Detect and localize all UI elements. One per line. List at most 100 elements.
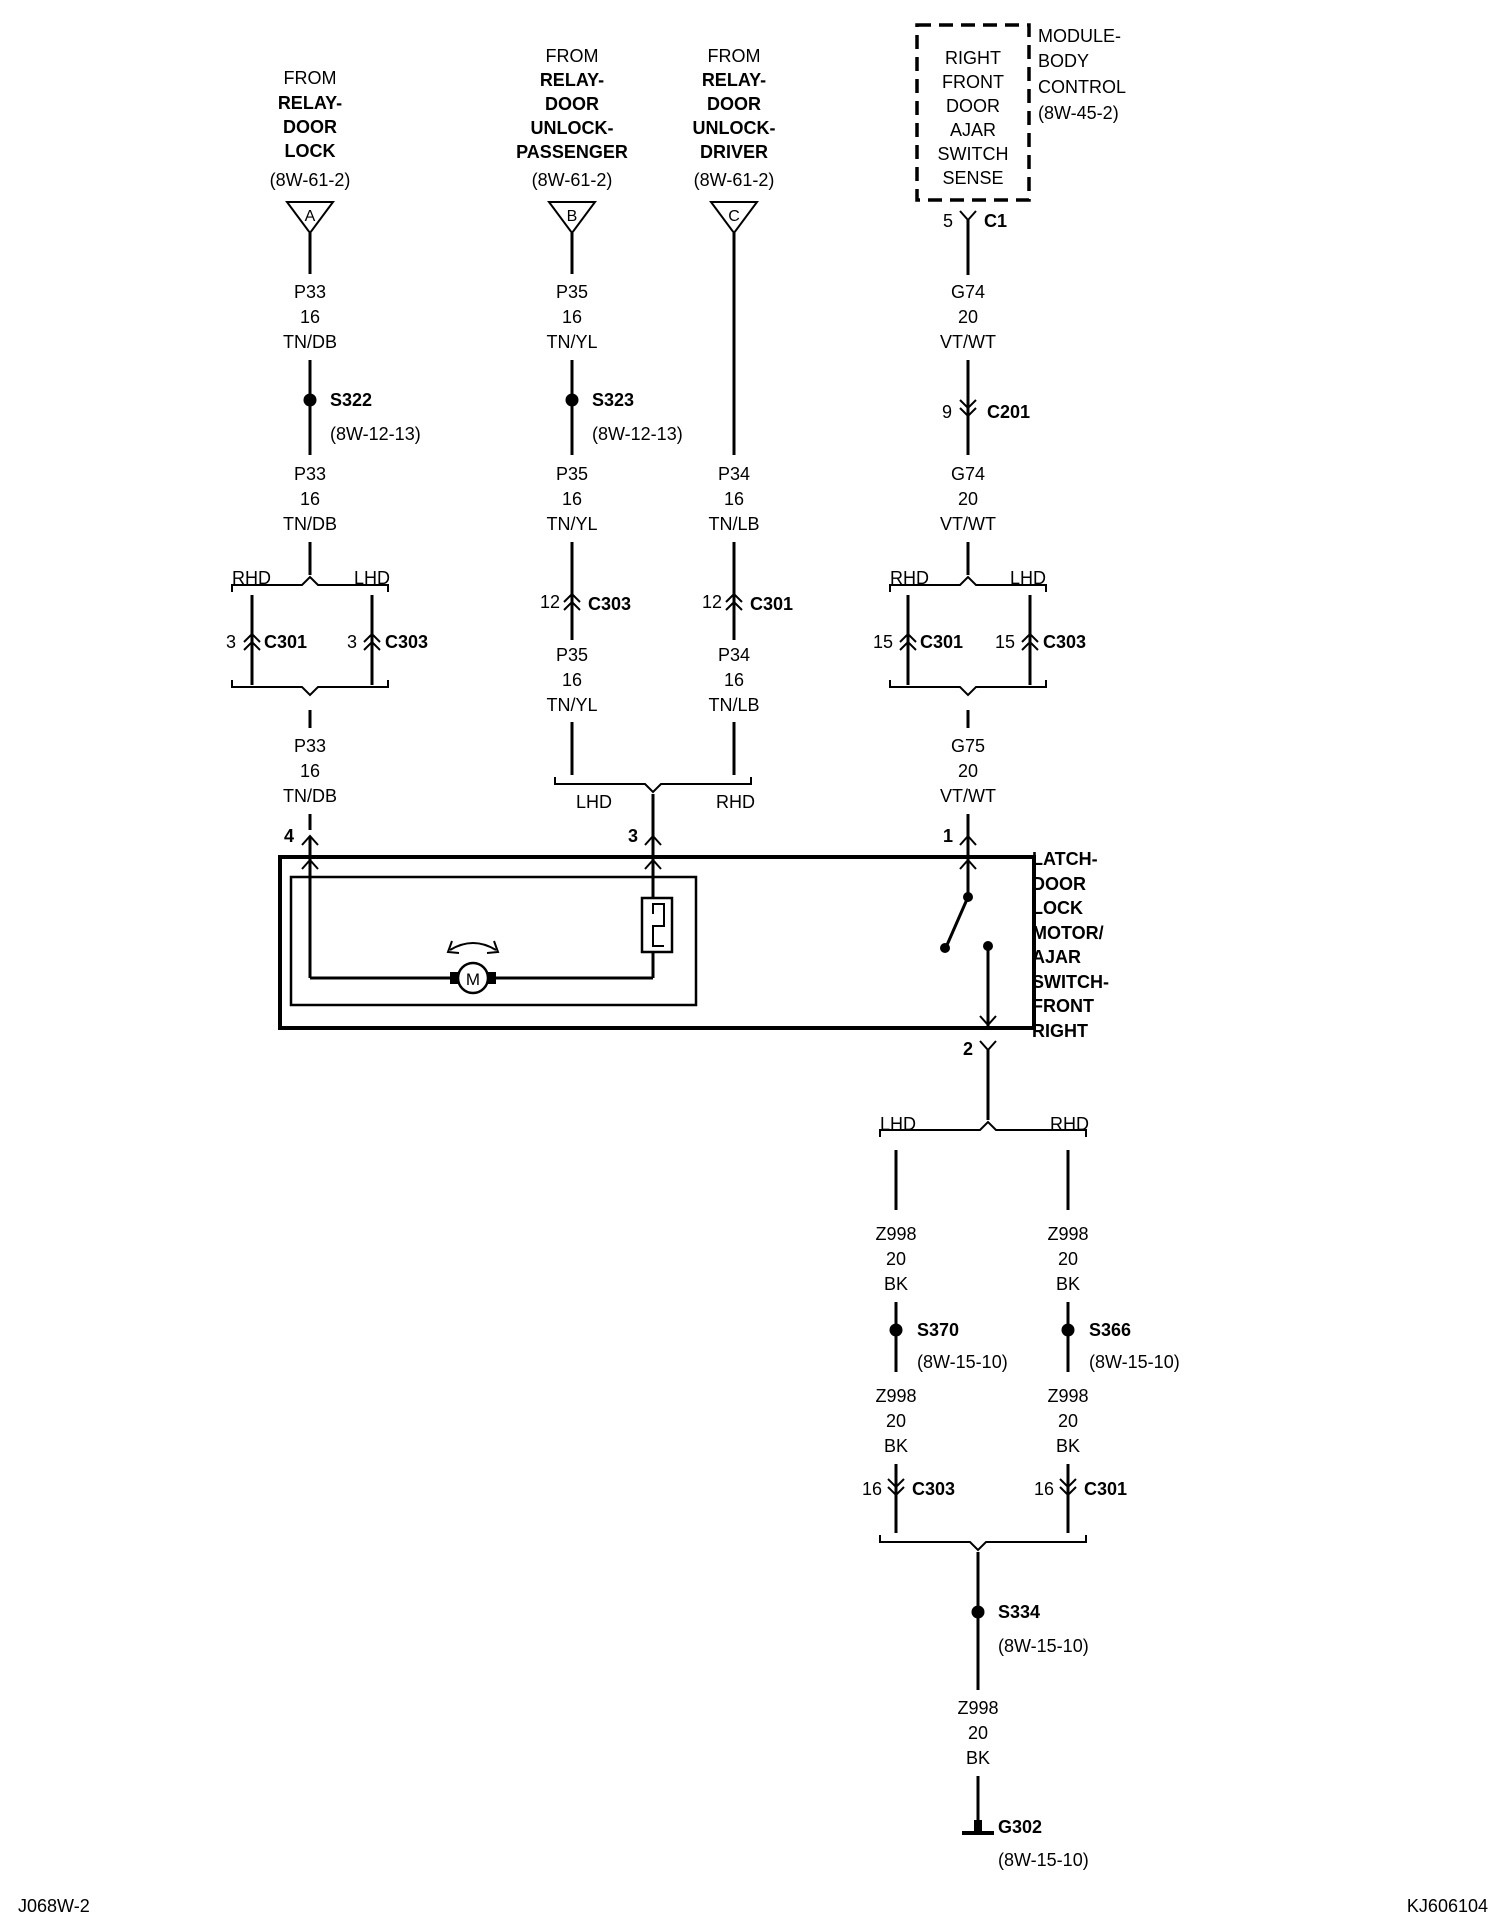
latch-pin-1: 1 [943,826,953,846]
wire-g74-gauge-1: 20 [958,307,978,327]
connector-c303-15-name: C303 [1043,632,1086,652]
connector-c301-15-pin: 15 [873,632,893,652]
branch-rhd-g: RHD [890,568,929,588]
ground-icon-stem [974,1820,982,1832]
latch-name: LATCH- DOOR LOCK MOTOR/ AJAR SWITCH- FRO… [1032,849,1109,1041]
source-a-from: FROM [284,68,337,88]
wire-p35-circuit-3: P35 [556,645,588,665]
connector-c201-9-pin: 9 [942,402,952,422]
splice-s370-dot [889,1323,903,1337]
connector-c303-16-pin: 16 [862,1479,882,1499]
source-a-ref: (8W-61-2) [270,170,351,190]
module-box-text: RIGHT FRONT DOOR AJAR SWITCH SENSE [938,48,1009,188]
wire-z998-lhd-circuit-1: Z998 [875,1224,916,1244]
wire-p33-circuit-3: P33 [294,736,326,756]
source-a-label: FROM RELAY- DOOR LOCK (8W-61-2) [270,68,351,190]
wire-p35-color-1: TN/YL [546,332,597,352]
source-b-letter: B [567,208,578,225]
latch-name-line2: DOOR [1032,874,1086,894]
motor-rotation-arrow-right [486,940,500,954]
source-a-line2: DOOR [283,117,337,137]
wire-z998-lhd-gauge-1: 20 [886,1249,906,1269]
connector-c301-12-pin: 12 [702,592,722,612]
split-brace-z-top [879,1120,1087,1137]
source-c-line2: DOOR [707,94,761,114]
motor-terminal-right [488,972,496,984]
source-b-ref: (8W-61-2) [532,170,613,190]
wire-z998-rhd-circuit-1: Z998 [1047,1224,1088,1244]
wire-p35-circuit-2: P35 [556,464,588,484]
ground-g302-id: G302 [998,1817,1042,1837]
wire-g74-circuit-2: G74 [951,464,985,484]
wire-p34-color-1: TN/LB [708,514,759,534]
latch-pin1-inner-arrow [959,858,977,870]
source-c-letter: C [728,208,740,225]
split-brace-g-bottom [889,680,1047,697]
latch-pin2-inner-arrow [979,1015,997,1027]
module-body-control-box [915,23,1031,202]
wire-z998-lhd-color-1: BK [884,1274,908,1294]
wire-g74-color-1: VT/WT [940,332,996,352]
merge-brace-z [879,1535,1087,1552]
module-name-line4: (8W-45-2) [1038,103,1119,123]
splice-s334-ref: (8W-15-10) [998,1636,1089,1656]
module-box-line1: RIGHT [945,48,1001,68]
wire-g75-color: VT/WT [940,786,996,806]
source-b-from: FROM [546,46,599,66]
connector-c301-16-pin: 16 [1034,1479,1054,1499]
wire-p35-color-2: TN/YL [546,514,597,534]
splice-s322-ref: (8W-12-13) [330,424,421,444]
connector-c303-12-pin: 12 [540,592,560,612]
source-b-line3: UNLOCK- [531,118,614,138]
pin-3-symbol [644,834,662,846]
source-b-triangle [547,201,597,235]
module-box-line2: FRONT [942,72,1004,92]
latch-component-box [278,855,1036,1030]
connector-c201-9-name: C201 [987,402,1030,422]
wire-p34-gauge-2: 16 [724,670,744,690]
latch-name-line1: LATCH- [1032,849,1098,869]
wire-p33-color-1: TN/DB [283,332,337,352]
splice-s323-id: S323 [592,390,634,410]
source-c-line4: DRIVER [700,142,768,162]
wire-p34-gauge-1: 16 [724,489,744,509]
module-box-line5: SWITCH [938,144,1009,164]
merge-brace-bc [554,777,752,794]
wire-z998-rhd-gauge-2: 20 [1058,1411,1078,1431]
module-name-line1: MODULE- [1038,26,1121,46]
footer-left-code: J068W-2 [18,1896,90,1916]
wire-p33-color-2: TN/DB [283,514,337,534]
splice-s366-id: S366 [1089,1320,1131,1340]
latch-pin4-inner-arrow [301,858,319,870]
wire-z998-main-color: BK [966,1748,990,1768]
splice-s323-dot [565,393,579,407]
wire-z998-lhd-gauge-2: 20 [886,1411,906,1431]
module-box-line3: DOOR [946,96,1000,116]
connector-c303-3-pin: 3 [347,632,357,652]
module-name-line3: CONTROL [1038,77,1126,97]
wire-z998-lhd-color-2: BK [884,1436,908,1456]
wire-z998-lhd-circuit-2: Z998 [875,1386,916,1406]
source-c-line3: UNLOCK- [693,118,776,138]
module-connector-c1: C1 [984,211,1007,231]
branch-rhd-a: RHD [232,568,271,588]
source-b-line2: DOOR [545,94,599,114]
wire-p35-circuit-1: P35 [556,282,588,302]
branch-lhd-bc: LHD [576,792,612,812]
splice-s334-dot [971,1605,985,1619]
source-a-line3: LOCK [285,141,336,161]
source-a-triangle [285,201,335,235]
latch-motor-inner-box [289,875,698,1007]
splice-s370-ref: (8W-15-10) [917,1352,1008,1372]
source-c-ref: (8W-61-2) [694,170,775,190]
motor-terminal-left [450,972,458,984]
wire-g74-color-2: VT/WT [940,514,996,534]
branch-rhd-bc: RHD [716,792,755,812]
branch-rhd-z: RHD [1050,1114,1089,1134]
wire-z998-rhd-circuit-2: Z998 [1047,1386,1088,1406]
connector-c301-3-name: C301 [264,632,307,652]
source-a-letter: A [305,208,316,225]
latch-name-line3: LOCK [1032,898,1083,918]
motor-rotation-arc [449,942,497,951]
connector-c301-15-name: C301 [920,632,963,652]
